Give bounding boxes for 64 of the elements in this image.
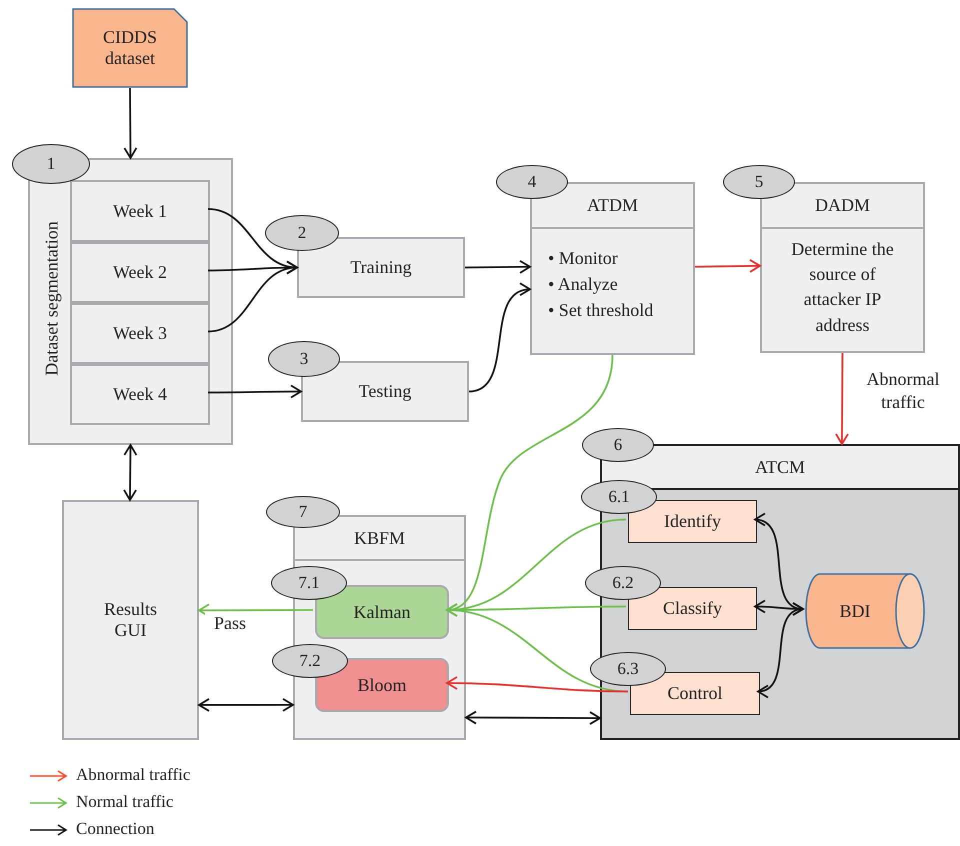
box-label: CIDDS dataset bbox=[102, 27, 158, 69]
box-label: Training bbox=[350, 257, 412, 278]
process-box bbox=[297, 237, 465, 298]
box-label: Results GUI bbox=[102, 599, 158, 641]
arrow bbox=[208, 262, 298, 332]
arrow bbox=[446, 676, 628, 692]
arrow bbox=[208, 384, 302, 398]
step-number: 6.2 bbox=[612, 573, 634, 593]
box-label: Classify bbox=[662, 598, 722, 619]
module-box bbox=[293, 515, 466, 740]
function-box bbox=[628, 587, 757, 630]
bullet-item: • Monitor bbox=[548, 247, 619, 270]
database-cylinder bbox=[805, 573, 925, 649]
step-number: 1 bbox=[46, 154, 56, 174]
step-number: 6.1 bbox=[608, 487, 630, 507]
arrow bbox=[694, 259, 761, 273]
arrow bbox=[124, 88, 138, 159]
legend-label: Connection bbox=[76, 819, 154, 839]
box-label: Week 1 bbox=[112, 200, 168, 222]
box-label: Control bbox=[667, 683, 722, 704]
process-box bbox=[70, 364, 210, 425]
step-number: 3 bbox=[300, 349, 308, 369]
arrow bbox=[198, 603, 313, 618]
step-number: 4 bbox=[528, 172, 536, 192]
box-label: Identify bbox=[664, 511, 721, 532]
module-title: ATCM bbox=[754, 456, 805, 478]
legend-label: Abnormal traffic bbox=[76, 765, 190, 785]
box-label: Bloom bbox=[357, 674, 406, 696]
file-icon-box bbox=[72, 8, 188, 88]
step-number: 2 bbox=[298, 223, 306, 243]
box-label: Week 2 bbox=[112, 262, 168, 283]
step-number: 6.3 bbox=[617, 659, 639, 679]
arrow bbox=[198, 698, 294, 712]
module-title: KBFM bbox=[354, 528, 406, 548]
function-box bbox=[628, 500, 757, 543]
legend-label: Normal traffic bbox=[76, 792, 174, 812]
step-number: 7.1 bbox=[298, 573, 320, 593]
container-box bbox=[28, 158, 233, 445]
step-number: 7 bbox=[298, 502, 308, 522]
box-label: Testing bbox=[358, 381, 412, 402]
step-number: 7.2 bbox=[299, 651, 321, 671]
step-number: 5 bbox=[754, 172, 764, 192]
step-badge bbox=[265, 215, 339, 251]
box-label: BDI bbox=[840, 600, 870, 622]
arrow bbox=[757, 604, 804, 696]
arrow bbox=[123, 444, 138, 501]
arrow bbox=[465, 260, 531, 274]
arrow bbox=[465, 710, 601, 725]
process-box bbox=[62, 500, 199, 740]
module-title: DADM bbox=[814, 195, 870, 216]
box-label: Kalman bbox=[354, 602, 410, 622]
process-box bbox=[70, 180, 210, 242]
process-box bbox=[70, 303, 210, 364]
box-label: Week 3 bbox=[112, 323, 168, 344]
vertical-label: Dataset segmentation bbox=[42, 220, 62, 378]
step-number: 6 bbox=[614, 435, 622, 455]
arrow bbox=[835, 353, 849, 445]
description-text: Determine the source of attacker IP address bbox=[790, 238, 895, 337]
arrow bbox=[468, 284, 531, 392]
module-title: ATDM bbox=[586, 195, 638, 216]
bullet-item: • Set threshold bbox=[548, 299, 654, 322]
process-box bbox=[70, 242, 210, 303]
bullet-item: • Analyze bbox=[548, 273, 619, 296]
box-label: Week 4 bbox=[112, 384, 168, 405]
